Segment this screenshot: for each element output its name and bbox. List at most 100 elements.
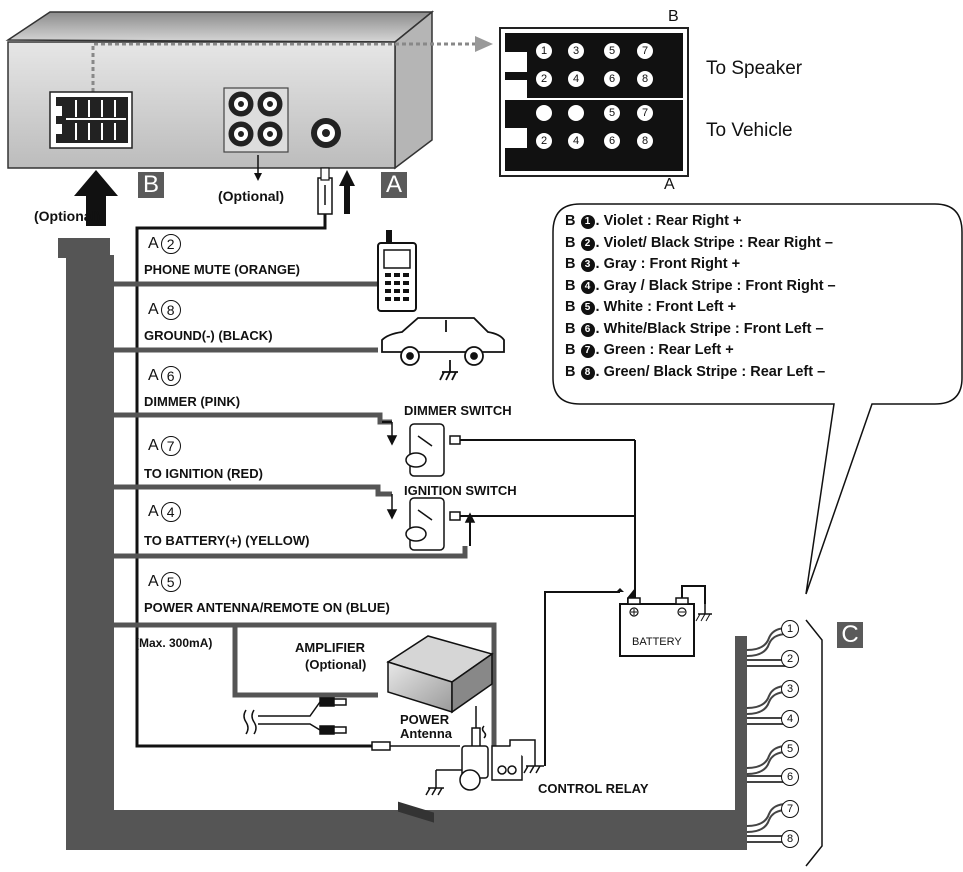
- speaker-pin-4: 4: [781, 710, 799, 728]
- pin-b1: 1: [535, 42, 553, 60]
- pin-b4: 4: [567, 70, 585, 88]
- legend-text: . Green : Rear Left +: [595, 342, 734, 358]
- speaker-pin-5: 5: [781, 740, 799, 758]
- dimmer-switch-icon: [386, 422, 461, 477]
- speaker-pin-3: 3: [781, 680, 799, 698]
- main-bundle: [58, 238, 747, 850]
- legend-text: . Violet : Rear Right +: [595, 213, 742, 229]
- legend-item: B 2. Violet/ Black Stripe : Rear Right –: [565, 233, 836, 255]
- battery-icon: [616, 588, 712, 657]
- legend-number: 5: [580, 301, 595, 315]
- ignition-switch-icon: [386, 494, 476, 551]
- connector-bottom-letter: A: [664, 176, 675, 193]
- wire-label-phone-mute: PHONE MUTE (ORANGE): [144, 262, 300, 277]
- wire-label-dimmer: DIMMER (PINK): [144, 394, 241, 409]
- pin-a6: 6: [603, 132, 621, 150]
- rca-leads-icon: [243, 697, 347, 735]
- to-speaker-label: To Speaker: [706, 58, 803, 79]
- arrows: [74, 155, 355, 226]
- pin-b5: 5: [603, 42, 621, 60]
- pin-a8: 8: [636, 132, 654, 150]
- legend-item: B 7. Green : Rear Left +: [565, 340, 836, 362]
- legend-item: B 3. Gray : Front Right +: [565, 254, 836, 276]
- legend-number: 4: [580, 279, 595, 294]
- antenna-plug: [135, 167, 380, 748]
- pin-a5: 5: [603, 104, 621, 122]
- control-relay-icon: [481, 725, 544, 781]
- wire-pin-number: 5: [160, 572, 181, 592]
- phone-icon: [377, 230, 417, 312]
- legend-number: 7: [580, 344, 595, 358]
- wire-pin-prefix: A: [148, 367, 159, 385]
- legend-item: B 5. White : Front Left +: [565, 297, 836, 319]
- car-icon: [381, 317, 505, 381]
- to-vehicle-label: To Vehicle: [706, 120, 793, 141]
- wire-pin-prefix: A: [148, 235, 159, 253]
- legend-number: 8: [580, 365, 595, 380]
- dimmer-switch-label: DIMMER SWITCH: [404, 403, 512, 418]
- speaker-pin-2: 2: [781, 650, 799, 668]
- legend-item: B 4. Gray / Black Stripe : Front Right –: [565, 276, 836, 298]
- legend: B 1. Violet : Rear Right + B 2. Violet/ …: [565, 211, 836, 383]
- legend-prefix: B: [565, 299, 576, 315]
- wire-pin-prefix: A: [148, 573, 159, 591]
- control-relay-label: CONTROL RELAY: [538, 781, 649, 796]
- pin-a1: [535, 104, 553, 122]
- power-antenna-label-2: Antenna: [400, 726, 452, 741]
- wire-pin-number: 6: [160, 366, 181, 386]
- wire-pin-number: 7: [160, 436, 181, 456]
- amplifier-label: AMPLIFIER: [295, 640, 366, 655]
- pin-a2: 2: [535, 132, 553, 150]
- legend-item: B 8. Green/ Black Stripe : Rear Left –: [565, 362, 836, 384]
- wire-pin-number: 4: [160, 502, 181, 522]
- legend-text: . White : Front Left +: [595, 299, 737, 315]
- wire-label-battery: TO BATTERY(+) (YELLOW): [144, 533, 310, 548]
- legend-text: . Violet/ Black Stripe : Rear Right –: [595, 234, 833, 251]
- pin-a7: 7: [636, 104, 654, 122]
- pin-b2: 2: [535, 70, 553, 88]
- box-letter-a: A: [381, 172, 407, 198]
- legend-prefix: B: [565, 277, 576, 294]
- wire-pin-number: 2: [160, 234, 181, 254]
- connector-diagram: [499, 27, 689, 177]
- legend-prefix: B: [565, 256, 576, 272]
- legend-item: B 1. Violet : Rear Right +: [565, 211, 836, 233]
- wire-label-power-antenna: POWER ANTENNA/REMOTE ON (BLUE): [144, 600, 390, 615]
- ignition-switch-label: IGNITION SWITCH: [404, 483, 517, 498]
- wire-pin-prefix: A: [148, 301, 159, 319]
- optional-mid-label: (Optional): [218, 188, 285, 204]
- amplifier-optional-label: (Optional): [305, 657, 367, 672]
- legend-prefix: B: [565, 363, 576, 380]
- optional-left-label: (Optional): [34, 208, 101, 224]
- pin-b8: 8: [636, 70, 654, 88]
- legend-number: 6: [580, 322, 595, 337]
- power-antenna-label-1: POWER: [400, 712, 450, 727]
- legend-prefix: B: [565, 320, 576, 337]
- speaker-pin-7: 7: [781, 800, 799, 818]
- thin-wires: [382, 421, 706, 766]
- max-current-label: (Max. 300mA): [135, 636, 213, 650]
- power-antenna-icon: [371, 706, 489, 796]
- legend-prefix: B: [565, 342, 576, 358]
- box-letter-b: B: [138, 172, 164, 198]
- pin-b7: 7: [636, 42, 654, 60]
- legend-item: B 6. White/Black Stripe : Front Left –: [565, 319, 836, 341]
- battery-label: BATTERY: [632, 636, 682, 648]
- connector-top-letter: B: [668, 8, 679, 25]
- pin-b6: 6: [603, 70, 621, 88]
- speaker-pin-8: 8: [781, 830, 799, 848]
- legend-number: 2: [580, 236, 595, 251]
- wire-pin-prefix: A: [148, 503, 159, 521]
- pin-a4: 4: [567, 132, 585, 150]
- wire-pin-number: 8: [160, 300, 181, 320]
- box-letter-c: C: [837, 622, 863, 648]
- pin-a3: [567, 104, 585, 122]
- legend-text: . Gray / Black Stripe : Front Right –: [595, 277, 836, 294]
